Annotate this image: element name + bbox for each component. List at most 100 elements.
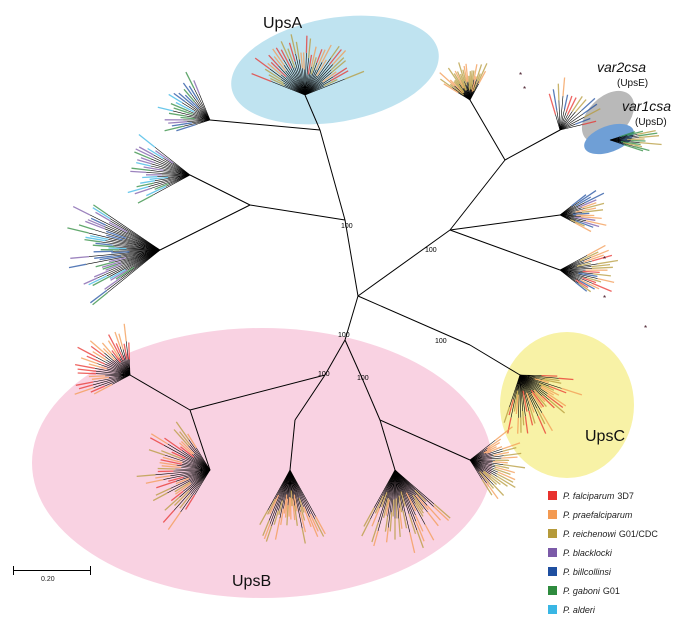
leaf-label xyxy=(518,418,519,434)
legend-item: P. billcollinsi xyxy=(548,562,683,581)
leaf-label xyxy=(575,223,591,231)
legend-swatch xyxy=(548,605,557,614)
leaf-label xyxy=(501,457,517,458)
leaf-label xyxy=(493,462,508,463)
leaf-label xyxy=(172,123,192,126)
leaf-label xyxy=(393,500,394,517)
tree-branch xyxy=(450,215,560,230)
tree-branch xyxy=(90,215,160,250)
leaf-label xyxy=(106,231,126,238)
legend-swatch xyxy=(548,548,557,557)
leaf-label xyxy=(639,136,659,138)
leaf-label xyxy=(108,248,126,249)
leaf-label xyxy=(565,95,568,109)
leaf-label xyxy=(132,168,151,170)
leaf-label xyxy=(558,84,559,100)
marker-star: * xyxy=(603,255,606,264)
legend-species-name: P. reichenowi xyxy=(563,529,616,539)
legend-species-name: P. billcollinsi xyxy=(563,567,611,577)
upsb-clade-highlight xyxy=(32,328,492,598)
leaf-label xyxy=(79,225,94,230)
leaf-label xyxy=(146,186,166,195)
var2csa-label: var2csa xyxy=(597,59,646,75)
leaf-label xyxy=(181,118,195,119)
marker-star: * xyxy=(519,71,522,80)
bootstrap-value: 100 xyxy=(338,332,350,339)
tree-branch xyxy=(470,100,505,160)
legend-item: P. blacklocki xyxy=(548,543,683,562)
legend-species-name: P. falciparum xyxy=(563,491,614,501)
leaf-label xyxy=(291,491,292,507)
bootstrap-value: 100 xyxy=(318,371,330,378)
leaf-label xyxy=(575,100,586,112)
leaf-label xyxy=(592,267,613,268)
tree-branch xyxy=(250,205,345,220)
tree-branch xyxy=(320,130,345,220)
scale-bar-tick xyxy=(13,566,14,575)
leaf-label xyxy=(304,53,305,70)
leaf-label xyxy=(73,207,90,215)
marker-star: * xyxy=(523,85,526,94)
leaf-label xyxy=(78,369,96,371)
leaf-label xyxy=(93,208,110,219)
leaf-label xyxy=(573,213,589,214)
tree-branch xyxy=(450,230,560,270)
tree-branch xyxy=(345,220,358,296)
legend-item: P. falciparum 3D7 xyxy=(548,486,683,505)
bootstrap-value: 100 xyxy=(341,223,353,230)
leaf-label xyxy=(139,135,155,148)
leaf-label xyxy=(583,271,600,272)
legend-strain: G01/CDC xyxy=(619,529,658,539)
leaf-label xyxy=(627,139,644,140)
tree-branch xyxy=(107,250,160,293)
legend-item: P. praefalciparum xyxy=(548,505,683,524)
leaf-label xyxy=(81,358,97,364)
leaf-label xyxy=(186,72,194,88)
legend-strain: 3D7 xyxy=(617,491,634,501)
legend-item: P. reichenowi G01/CDC xyxy=(548,524,683,543)
marker-star: * xyxy=(644,324,647,333)
leaf-label xyxy=(70,257,89,259)
leaf-label xyxy=(69,264,86,267)
tree-branch xyxy=(505,130,560,160)
leaf-label xyxy=(119,334,123,350)
leaf-label xyxy=(89,376,105,377)
legend-item: P. gaboni G01 xyxy=(548,581,683,600)
leaf-label xyxy=(306,36,307,53)
species-legend: P. falciparum 3D7 P. praefalciparum P. r… xyxy=(548,486,683,619)
leaf-label xyxy=(67,228,88,233)
leaf-label xyxy=(598,261,618,264)
var1csa-label: var1csa xyxy=(622,98,671,114)
upsb-label: UpsB xyxy=(232,573,271,590)
bootstrap-value: 100 xyxy=(425,247,437,254)
leaf-label xyxy=(90,290,106,302)
leaf-label xyxy=(168,122,187,123)
legend-item: P. alderi xyxy=(548,600,683,619)
var1csa-sublabel: (UpsD) xyxy=(635,117,667,128)
leaf-label xyxy=(396,499,397,519)
legend-species-name: P. alderi xyxy=(563,605,595,615)
tree-branch xyxy=(450,160,505,230)
legend-swatch xyxy=(548,491,557,500)
tree-branch xyxy=(470,345,520,375)
legend-strain: G01 xyxy=(603,586,620,596)
leaf-label xyxy=(94,251,113,252)
leaf-label xyxy=(129,343,130,360)
leaf-label xyxy=(158,469,176,470)
leaf-label xyxy=(479,63,487,81)
var2csa-sublabel: (UpsE) xyxy=(617,78,648,89)
upsa-label: UpsA xyxy=(263,15,302,32)
upsc-clade-highlight xyxy=(500,332,634,478)
leaf-label xyxy=(194,80,200,93)
bootstrap-value: 100 xyxy=(357,375,369,382)
scale-bar-line xyxy=(13,570,91,571)
leaf-label xyxy=(542,376,558,377)
legend-swatch xyxy=(548,529,557,538)
leaf-label xyxy=(124,324,126,341)
leaf-label xyxy=(640,143,662,145)
marker-star: * xyxy=(603,294,606,303)
legend-species-name: P. blacklocki xyxy=(563,548,612,558)
scale-bar-label: 0.20 xyxy=(41,576,55,583)
leaf-label xyxy=(487,483,498,499)
legend-swatch xyxy=(548,586,557,595)
